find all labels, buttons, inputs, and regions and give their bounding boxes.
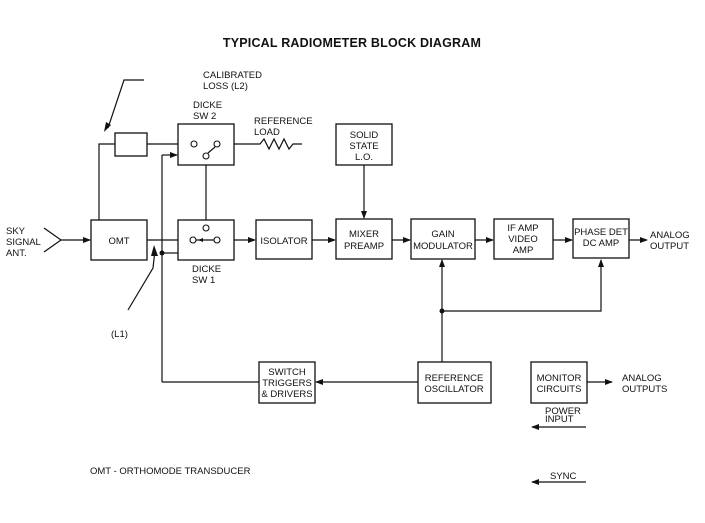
- block-isolator: ISOLATOR: [255, 219, 313, 260]
- svg-text:OUTPUTS: OUTPUTS: [622, 384, 667, 395]
- block-phase-det: PHASE DET DC AMP: [572, 218, 630, 259]
- block-calibrated-loss: [114, 132, 148, 157]
- block-reference-oscillator: REFERENCE OSCILLATOR: [417, 361, 492, 404]
- block-omt: OMT: [90, 219, 148, 261]
- antenna-icon: [43, 227, 63, 253]
- svg-text:OUTPUT: OUTPUT: [650, 241, 689, 252]
- svg-text:SW 2: SW 2: [193, 111, 216, 122]
- label-sync: SYNC: [550, 471, 577, 482]
- block-dicke-sw2: [177, 123, 235, 166]
- svg-text:LOSS (L2): LOSS (L2): [203, 81, 248, 92]
- calloss-pointer-arrow: [104, 122, 111, 132]
- svg-text:SKY: SKY: [6, 226, 26, 237]
- svg-text:SW 1: SW 1: [192, 275, 215, 286]
- sw1-terminal-right: [213, 236, 221, 244]
- svg-text:DC AMP: DC AMP: [583, 238, 619, 249]
- svg-text:REFERENCE: REFERENCE: [425, 373, 484, 384]
- junction-dot-refosc: [439, 308, 445, 314]
- svg-text:AMP: AMP: [513, 245, 534, 256]
- label-analog-outputs: ANALOG OUTPUTS: [622, 373, 667, 395]
- svg-text:PREAMP: PREAMP: [344, 241, 384, 252]
- svg-text:SOLID: SOLID: [350, 130, 379, 141]
- diagram-title: TYPICAL RADIOMETER BLOCK DIAGRAM: [223, 36, 481, 50]
- block-if-amp: IF AMP VIDEO AMP: [493, 218, 554, 260]
- legend-omt: OMT - ORTHOMODE TRANSDUCER: [90, 466, 251, 477]
- sw2-terminal-load: [213, 140, 221, 148]
- block-dicke-sw1: [177, 219, 235, 261]
- svg-text:VIDEO: VIDEO: [508, 234, 538, 245]
- svg-text:INPUT: INPUT: [545, 414, 574, 425]
- block-switch-triggers: SWITCH TRIGGERS & DRIVERS: [258, 361, 316, 404]
- svg-text:MODULATOR: MODULATOR: [413, 241, 473, 252]
- svg-text:IF AMP: IF AMP: [507, 223, 538, 234]
- block-mixer-preamp: MIXER PREAMP: [335, 218, 393, 260]
- label-dicke-sw2: DICKE SW 2: [193, 100, 222, 122]
- svg-text:ANALOG: ANALOG: [622, 373, 662, 384]
- sw1-terminal-left: [189, 236, 197, 244]
- sw2-switch-arm: [207, 146, 216, 154]
- label-l1: (L1): [111, 329, 128, 340]
- block-gain-modulator: GAIN MODULATOR: [410, 218, 476, 260]
- block-solid-state-lo: SOLID STATE L.O.: [335, 123, 393, 166]
- svg-text:GAIN: GAIN: [431, 229, 454, 240]
- svg-text:CALIBRATED: CALIBRATED: [203, 70, 262, 81]
- label-calibrated-loss: CALIBRATED LOSS (L2): [203, 70, 262, 92]
- svg-text:OSCILLATOR: OSCILLATOR: [424, 384, 483, 395]
- label-dicke-sw1: DICKE SW 1: [192, 264, 221, 286]
- svg-text:TRIGGERS: TRIGGERS: [262, 378, 312, 389]
- svg-text:& DRIVERS: & DRIVERS: [261, 389, 312, 400]
- label-analog-output: ANALOG OUTPUT: [650, 230, 690, 252]
- svg-text:ANT.: ANT.: [6, 248, 27, 259]
- block-monitor-circuits: MONITOR CIRCUITS: [530, 361, 588, 404]
- svg-text:SIGNAL: SIGNAL: [6, 237, 41, 248]
- svg-text:SWITCH: SWITCH: [268, 367, 306, 378]
- calloss-pointer: [107, 79, 144, 129]
- svg-text:CIRCUITS: CIRCUITS: [537, 384, 582, 395]
- connections: [43, 79, 648, 485]
- sw2-terminal-sky: [190, 140, 198, 148]
- label-power-input: POWER INPUT: [545, 406, 581, 425]
- svg-text:DICKE: DICKE: [192, 264, 221, 275]
- svg-text:MIXER: MIXER: [349, 229, 379, 240]
- l1-pointer-arrow: [151, 245, 158, 256]
- svg-text:STATE: STATE: [349, 141, 378, 152]
- svg-text:ANALOG: ANALOG: [650, 230, 690, 241]
- svg-text:MONITOR: MONITOR: [537, 373, 582, 384]
- svg-text:LOAD: LOAD: [254, 127, 280, 138]
- omt-label: OMT: [108, 236, 129, 247]
- svg-text:PHASE DET: PHASE DET: [574, 227, 628, 238]
- label-sky-signal: SKY SIGNAL ANT.: [6, 226, 41, 259]
- sw1-terminal-top: [202, 224, 210, 232]
- wire-refosc-phase: [442, 259, 604, 312]
- svg-text:L.O.: L.O.: [355, 152, 373, 163]
- label-reference-load: REFERENCE LOAD: [254, 116, 313, 138]
- svg-text:REFERENCE: REFERENCE: [254, 116, 313, 127]
- sw2-terminal-common: [202, 152, 210, 160]
- junction-dot-sw1: [159, 250, 165, 256]
- svg-text:POWER: POWER: [545, 406, 581, 417]
- wire-omt-calloss: [98, 143, 115, 220]
- isolator-label: ISOLATOR: [260, 236, 307, 247]
- resistor-icon: [256, 137, 302, 151]
- svg-text:DICKE: DICKE: [193, 100, 222, 111]
